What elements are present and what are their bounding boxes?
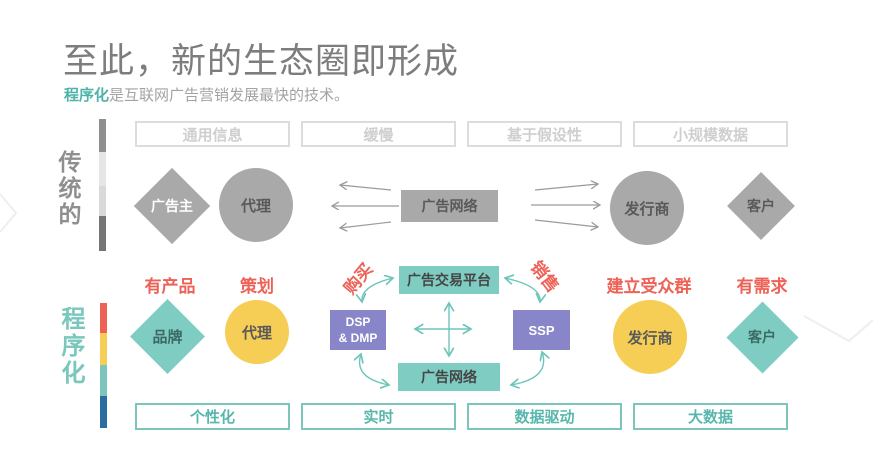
trad-attr-small-data: 小规模数据 <box>633 121 788 147</box>
dsp-line1: DSP <box>345 314 371 329</box>
subtitle-highlight: 程序化 <box>64 87 110 104</box>
prog-attr-data-driven: 数据驱动 <box>467 403 622 430</box>
role-selling: 销售 <box>526 257 563 296</box>
programmatic-cross-arrows <box>415 303 471 356</box>
trad-attr-generic-info: 通用信息 <box>135 121 290 147</box>
traditional-side-label: 传统的 <box>55 150 81 228</box>
trad-customer-diamond: 客户 <box>727 172 795 240</box>
prog-ssp-box: SSP <box>513 310 570 350</box>
role-planning: 策划 <box>240 277 274 296</box>
prog-attr-personalized: 个性化 <box>135 403 290 430</box>
traditional-right-fan-arrows <box>531 184 600 227</box>
prog-exchange-box: 广告交易平台 <box>399 266 499 294</box>
traditional-side-bar <box>99 119 106 251</box>
prog-dsp-dmp-box: DSP & DMP <box>330 310 386 350</box>
role-has-product: 有产品 <box>144 277 196 296</box>
trad-ad-network-box: 广告网络 <box>401 190 498 222</box>
traditional-left-fan-arrows <box>332 185 399 228</box>
trad-bar-segment-1 <box>99 119 106 152</box>
prog-bar-segment-yellow <box>100 333 107 365</box>
trad-agency-circle: 代理 <box>219 168 293 242</box>
trad-attr-slow: 缓慢 <box>301 121 456 147</box>
trad-bar-segment-3 <box>99 186 106 216</box>
prog-bar-segment-teal <box>100 365 107 396</box>
prog-brand-diamond: 品牌 <box>130 299 205 374</box>
dsp-line2: & DMP <box>338 331 378 345</box>
role-buying: 购买 <box>340 259 377 298</box>
programmatic-side-label: 程序化 <box>57 306 84 387</box>
role-has-demand: 有需求 <box>736 277 788 296</box>
role-build-audience: 建立受众群 <box>606 277 692 296</box>
page-subtitle: 程序化是互联网广告营销发展最快的技术。 <box>64 84 349 105</box>
prog-ad-network-box: 广告网络 <box>398 363 500 391</box>
prog-bar-segment-blue <box>100 396 107 428</box>
prog-attr-realtime: 实时 <box>301 403 456 430</box>
prog-attr-big-data: 大数据 <box>633 403 788 430</box>
trad-advertiser-diamond: 广告主 <box>133 167 211 245</box>
prog-publisher-circle: 发行商 <box>613 300 687 374</box>
prog-customer-diamond: 客户 <box>725 300 799 374</box>
prog-agency-circle: 代理 <box>225 300 289 364</box>
page-title: 至此，新的生态圈即形成 <box>63 42 460 81</box>
trad-attr-assumption-based: 基于假设性 <box>467 121 622 147</box>
subtitle-rest: 是互联网广告营销发展最快的技术。 <box>109 87 350 104</box>
trad-bar-segment-2 <box>99 152 106 186</box>
trad-advertiser-label: 广告主 <box>151 198 193 214</box>
prog-bar-segment-red <box>100 303 107 333</box>
programmatic-side-bar <box>100 303 107 428</box>
prog-customer-label: 客户 <box>748 329 776 345</box>
prog-brand-label: 品牌 <box>152 329 183 346</box>
trad-bar-segment-4 <box>99 216 106 251</box>
trad-customer-label: 客户 <box>747 198 775 214</box>
trad-publisher-circle: 发行商 <box>610 171 684 245</box>
